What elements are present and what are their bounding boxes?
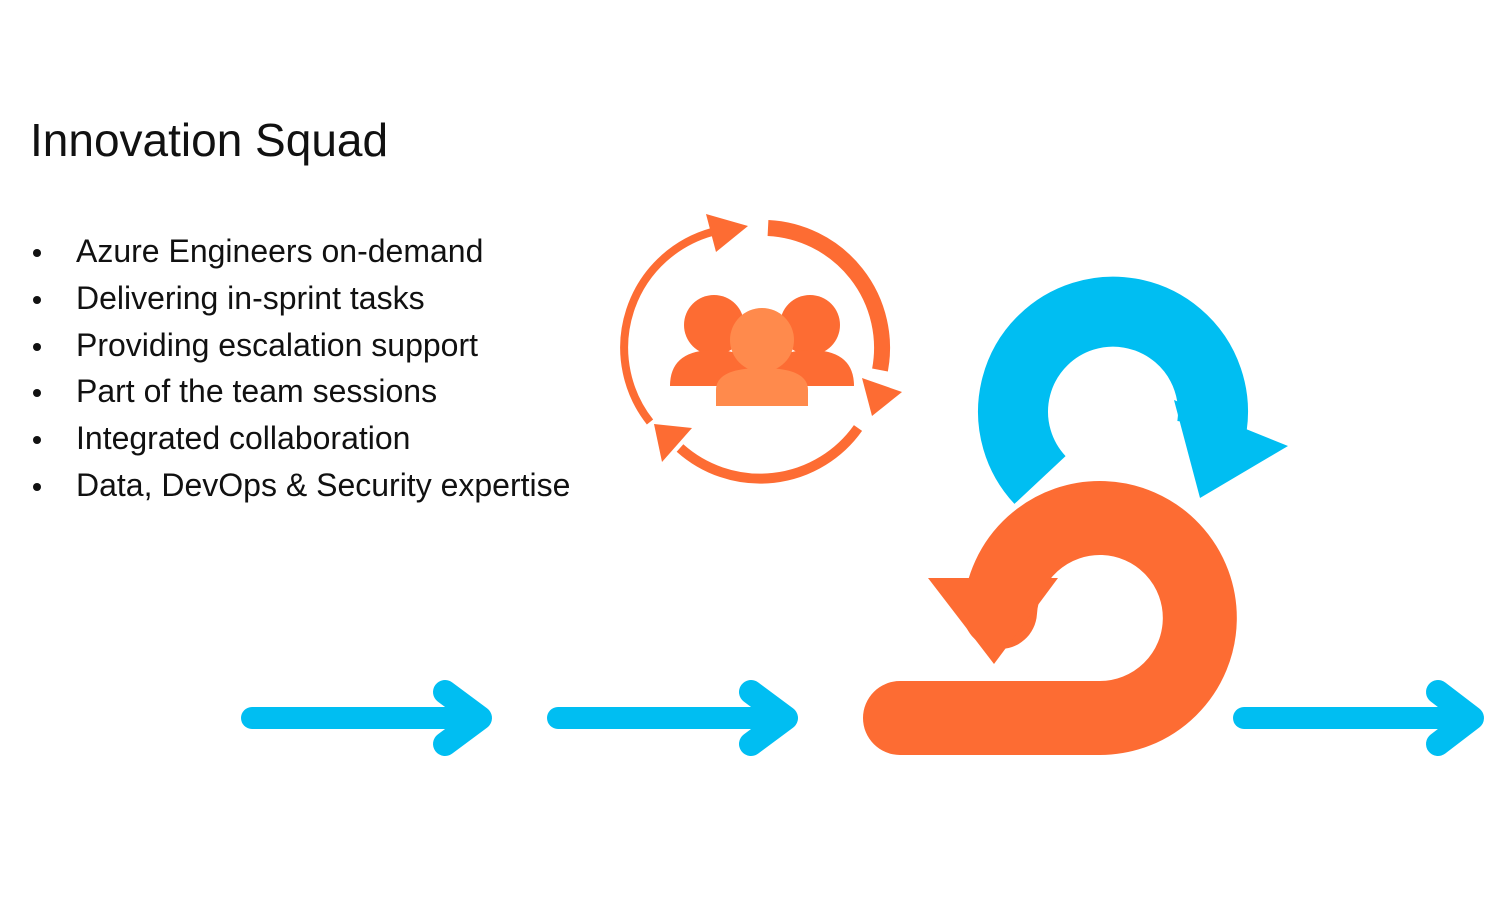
bullet-item: Part of the team sessions — [30, 368, 570, 415]
cycle-arc-bottom — [654, 424, 863, 484]
bullet-text: Integrated collaboration — [76, 420, 411, 457]
bullet-item: Integrated collaboration — [30, 415, 570, 462]
orange-loop — [863, 481, 1237, 755]
bullet-dot — [33, 249, 41, 257]
bullet-dot — [33, 482, 41, 491]
bullet-item: Delivering in-sprint tasks — [30, 275, 570, 322]
bullet-item: Data, DevOps & Security expertise — [30, 462, 570, 509]
bullet-item: Providing escalation support — [30, 322, 570, 369]
bullet-dot — [33, 436, 41, 445]
cycle-arc-left — [620, 214, 748, 425]
slide-title: Innovation Squad — [30, 114, 389, 166]
cycle-arc-top-right — [767, 220, 902, 416]
bullet-dot — [33, 295, 41, 304]
flow-arrow-icon — [547, 680, 798, 756]
bullet-text: Providing escalation support — [76, 326, 479, 363]
bullet-text: Part of the team sessions — [76, 373, 438, 410]
blue-loop — [978, 276, 1288, 504]
flow-arrow-icon — [1233, 680, 1484, 756]
flow-arrow-icon — [241, 680, 492, 756]
scrum-sprint-loop-icon — [863, 276, 1288, 755]
team-cycle-icon — [620, 214, 902, 484]
bullet-text: Azure Engineers on-demand — [76, 233, 484, 269]
bullet-text: Delivering in-sprint tasks — [76, 279, 425, 316]
bullet-list: Azure Engineers on-demand Delivering in-… — [30, 228, 570, 509]
team-people-icon — [670, 295, 854, 406]
bullet-item: Azure Engineers on-demand — [30, 228, 570, 275]
bullet-dot — [33, 342, 41, 351]
bullet-text: Data, DevOps & Security expertise — [76, 466, 571, 503]
bullet-dot — [33, 389, 41, 398]
